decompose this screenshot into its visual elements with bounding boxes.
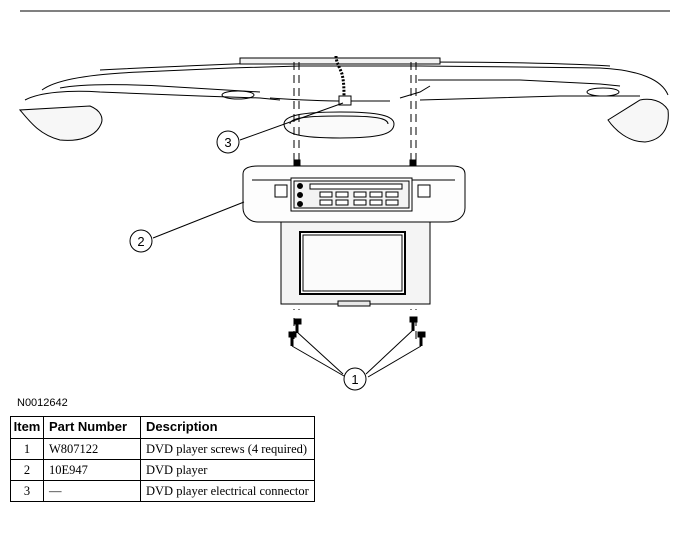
- row-item: 3: [10, 480, 44, 502]
- dvd-player-screws: [288, 316, 426, 346]
- header-part-number: Part Number: [43, 416, 141, 439]
- row-part-number: —: [43, 480, 141, 502]
- screw-1: [293, 318, 302, 333]
- screw-4: [417, 331, 426, 346]
- screw-3: [409, 316, 418, 331]
- parts-table: Item Part Number Description 1 W807122 D…: [10, 416, 315, 502]
- row-item: 1: [10, 438, 44, 460]
- dvd-player-unit: [242, 159, 466, 223]
- header-item: Item: [10, 416, 44, 439]
- callout-2: 2: [129, 229, 153, 253]
- table-row: 2 10E947 DVD player: [10, 459, 315, 481]
- row-description: DVD player: [140, 459, 315, 481]
- row-item: 2: [10, 459, 44, 481]
- callout-1: 1: [343, 367, 367, 391]
- callout-3-label: 3: [224, 135, 231, 150]
- figure-id: N0012642: [17, 397, 68, 409]
- row-part-number: W807122: [43, 438, 141, 460]
- callout-2-label: 2: [137, 234, 144, 249]
- dvd-installation-illustration: 3 2 1: [18, 10, 670, 391]
- table-header-row: Item Part Number Description: [10, 416, 315, 439]
- header-description: Description: [140, 416, 315, 439]
- connector-wire: [334, 55, 346, 99]
- screw-2: [288, 331, 297, 346]
- headliner: [18, 57, 669, 143]
- rearview-mirror: [283, 111, 395, 139]
- callout-1-label: 1: [351, 372, 358, 387]
- row-description: DVD player screws (4 required): [140, 438, 315, 460]
- table-row: 1 W807122 DVD player screws (4 required): [10, 438, 315, 460]
- row-part-number: 10E947: [43, 459, 141, 481]
- electrical-connector: [338, 95, 352, 106]
- callout-3: 3: [216, 130, 240, 154]
- table-row: 3 — DVD player electrical connector: [10, 480, 315, 502]
- dvd-screen: [280, 221, 431, 307]
- row-description: DVD player electrical connector: [140, 480, 315, 502]
- leader-lines: [152, 102, 422, 378]
